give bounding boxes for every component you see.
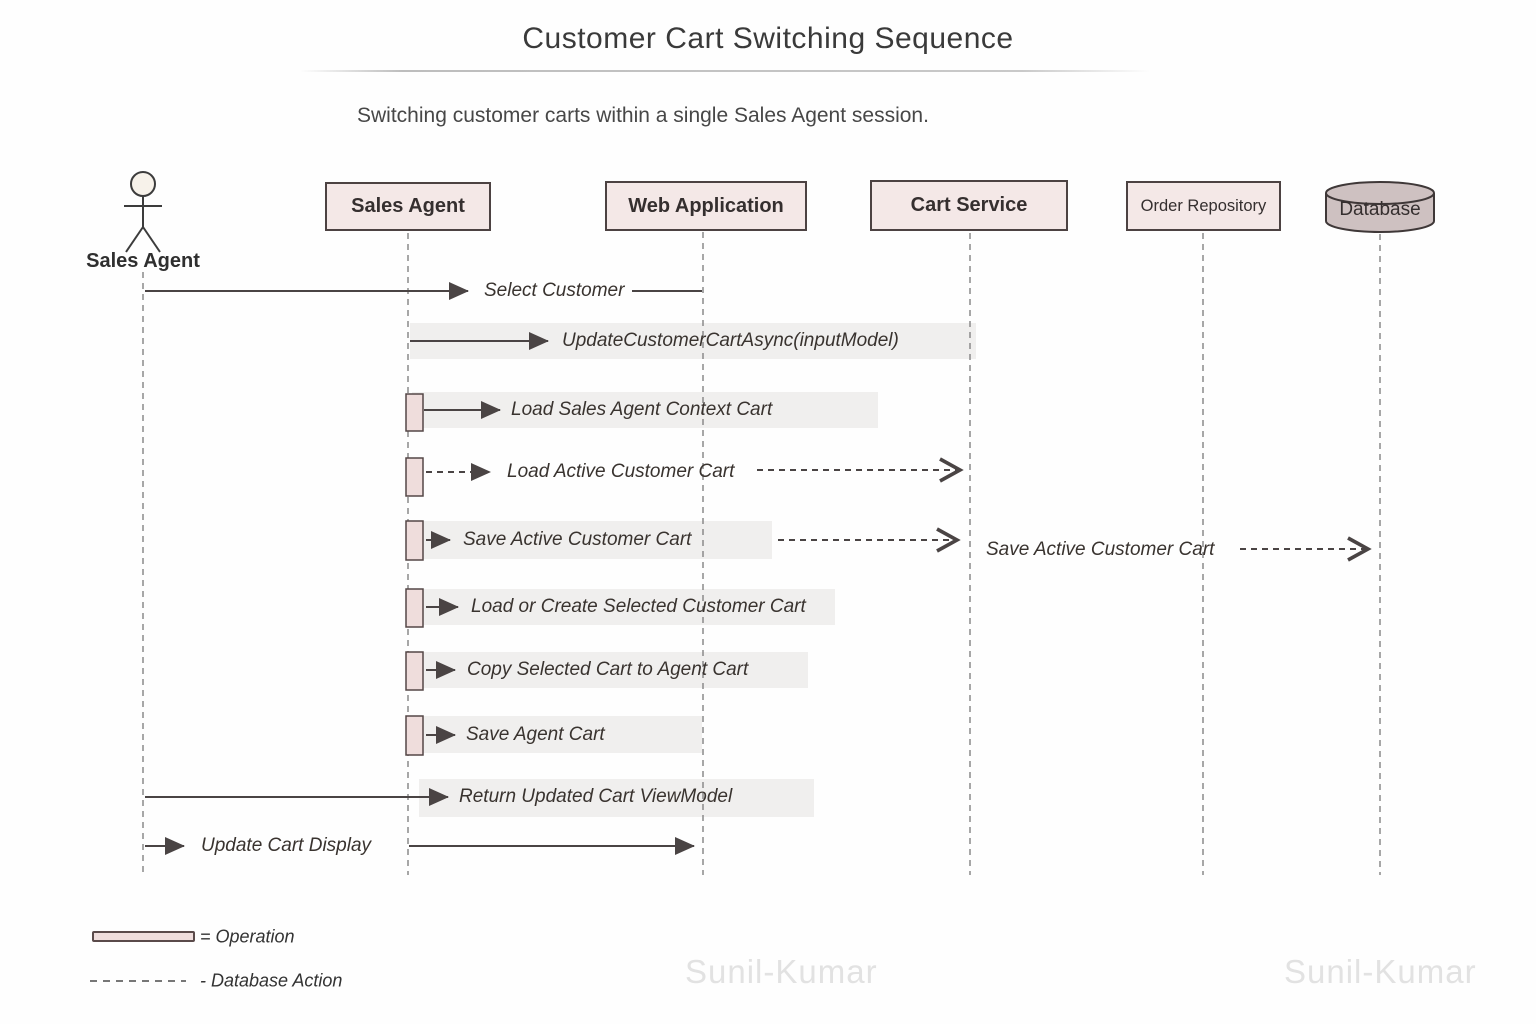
message-save-active-customer-cart-db: Save Active Customer Cart: [986, 539, 1215, 560]
page-subtitle: Switching customer carts within a single…: [357, 104, 929, 127]
highlight-band: [412, 521, 772, 559]
highlight-band: [412, 589, 835, 625]
activation-bars: [405, 393, 424, 756]
participant-cart-service: Cart Service: [870, 180, 1068, 231]
watermark: Sunil-Kumar: [685, 953, 878, 990]
highlight-band: [412, 652, 808, 688]
message-copy-selected-cart: Copy Selected Cart to Agent Cart: [467, 659, 749, 680]
participant-sales-agent: Sales Agent: [325, 182, 491, 231]
legend-operation-label: = Operation: [200, 926, 295, 947]
legend-operation-bar: [92, 931, 195, 942]
message-return-updated-cart-viewmodel: Return Updated Cart ViewModel: [459, 786, 733, 807]
participant-web-application: Web Application: [605, 181, 807, 231]
legend-database-action-label: - Database Action: [200, 970, 343, 991]
message-update-cart-display: Update Cart Display: [201, 835, 372, 856]
actor-label: Sales Agent: [86, 250, 200, 272]
participant-database: Database: [1339, 199, 1421, 220]
title-divider: [300, 70, 1150, 72]
sales-agent-actor-icon: [124, 171, 162, 253]
message-save-active-customer-cart: Save Active Customer Cart: [463, 529, 692, 550]
watermark: Sunil-Kumar: [1284, 953, 1477, 990]
message-select-customer: Select Customer: [484, 280, 625, 301]
activation-bar: [405, 457, 424, 497]
message-update-customer-cart-async: UpdateCustomerCartAsync(inputModel): [562, 330, 899, 351]
highlight-band: [419, 779, 814, 817]
participant-order-repository: Order Repository: [1126, 181, 1281, 231]
message-save-agent-cart: Save Agent Cart: [466, 724, 605, 745]
message-load-active-customer-cart: Load Active Customer Cart: [507, 461, 735, 482]
message-load-or-create-selected-customer-cart: Load or Create Selected Customer Cart: [471, 596, 806, 617]
page-title: Customer Cart Switching Sequence: [522, 22, 1014, 55]
highlight-band: [412, 716, 702, 753]
message-load-sales-agent-context-cart: Load Sales Agent Context Cart: [511, 399, 773, 420]
